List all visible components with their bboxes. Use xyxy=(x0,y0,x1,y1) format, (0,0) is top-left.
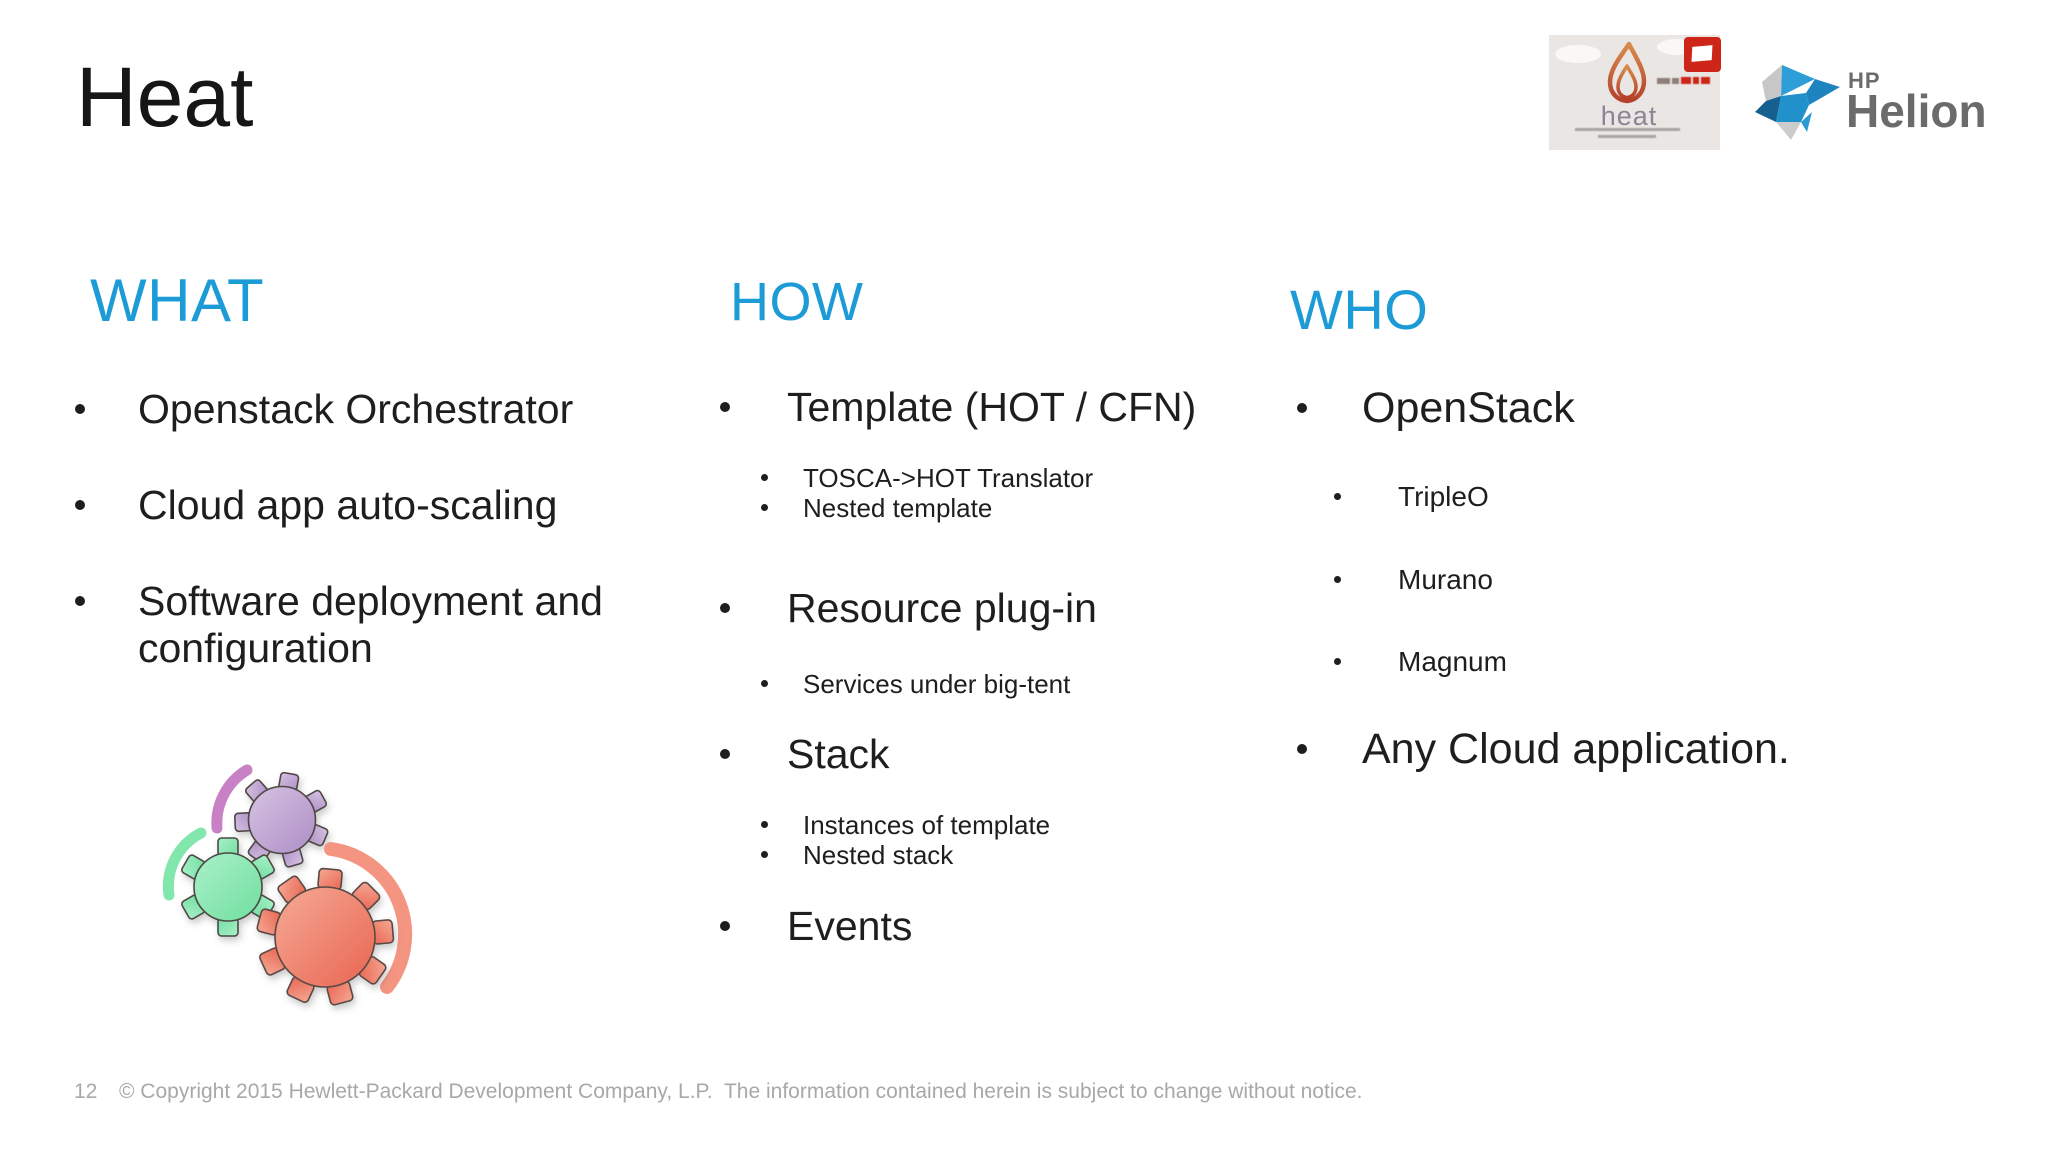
bullet-text: OpenStack xyxy=(1362,384,1575,432)
bullet-text: Murano xyxy=(1398,564,1493,595)
bullet-text: Resource plug-in xyxy=(787,585,1097,631)
badge-caption-marks xyxy=(1657,77,1710,84)
green-gear-icon xyxy=(181,837,275,937)
bullet-dot xyxy=(720,603,730,613)
list-item: OpenStack xyxy=(1297,384,1575,433)
bullet-dot xyxy=(1297,403,1307,413)
list-subitem: Nested template xyxy=(761,493,992,523)
bullet-text: Cloud app auto-scaling xyxy=(138,482,558,528)
helion-label: Helion xyxy=(1846,85,1987,137)
list-subitem: Instances of template xyxy=(761,810,1050,840)
list-item: Openstack Orchestrator xyxy=(75,386,573,433)
bullet-text: Software deployment and configuration xyxy=(138,578,603,671)
heat-tagline-line xyxy=(1575,128,1680,131)
bullet-dot xyxy=(75,596,85,606)
list-item: Events xyxy=(720,903,912,950)
bullet-text: Stack xyxy=(787,731,890,777)
bullet-dot xyxy=(1297,744,1307,754)
bullet-dot xyxy=(75,500,85,510)
bullet-text: TOSCA->HOT Translator xyxy=(803,463,1094,493)
flame-icon xyxy=(1607,41,1647,104)
bullet-dot xyxy=(761,851,768,858)
bullet-dot xyxy=(1334,576,1341,583)
copyright-text: © Copyright 2015 Hewlett-Packard Develop… xyxy=(119,1080,1363,1103)
red-badge-icon xyxy=(1684,37,1721,72)
bullet-text: Instances of template xyxy=(803,810,1051,840)
red-gear-icon xyxy=(256,867,395,1006)
bullet-dot xyxy=(761,504,768,511)
bullet-text: Any Cloud application. xyxy=(1362,725,1790,773)
bullet-text: Openstack Orchestrator xyxy=(138,386,574,432)
bullet-text: Services under big-tent xyxy=(803,669,1071,699)
purple-gear-icon xyxy=(233,771,329,868)
bullet-dot xyxy=(1334,658,1341,665)
red-rotation-arrow xyxy=(324,842,413,994)
hp-helion-cube-icon xyxy=(1755,65,1840,140)
heading-who: WHO xyxy=(1290,278,1429,341)
list-item: Any Cloud application. xyxy=(1297,725,1790,774)
badge-box-shape xyxy=(1691,45,1713,62)
bullet-dot xyxy=(761,474,768,481)
list-subitem: Magnum xyxy=(1334,646,1507,678)
bullet-dot xyxy=(720,921,730,931)
list-item: Cloud app auto-scaling xyxy=(75,482,557,529)
bullet-text: Magnum xyxy=(1398,646,1507,677)
bullet-text: Events xyxy=(787,903,913,949)
bullet-text: TripleO xyxy=(1398,481,1489,512)
bullet-dot xyxy=(1334,493,1341,500)
gears-illustration xyxy=(162,764,413,1006)
purple-rotation-arrow xyxy=(211,764,253,834)
cloud-shape xyxy=(1555,45,1601,63)
heat-tagline-line xyxy=(1598,135,1656,138)
list-item: Stack xyxy=(720,731,890,778)
bullet-dot xyxy=(720,749,730,759)
heat-wordmark: heat xyxy=(1600,101,1658,131)
heading-how: HOW xyxy=(730,272,864,332)
hp-helion-logo: HP Helion xyxy=(1752,58,1997,150)
list-item: Resource plug-in xyxy=(720,585,1097,632)
heading-what: WHAT xyxy=(90,267,265,334)
page-title: Heat xyxy=(76,50,254,144)
list-subitem: TOSCA->HOT Translator xyxy=(761,463,1093,493)
heat-logo: heat xyxy=(1549,35,1721,150)
bullet-dot xyxy=(720,402,730,412)
page-number: 12 xyxy=(74,1080,98,1103)
bullet-dot xyxy=(75,404,85,414)
bullet-dot xyxy=(761,821,768,828)
list-item: Software deployment and configuration xyxy=(75,578,643,672)
bullet-dot xyxy=(761,680,768,687)
list-subitem: Services under big-tent xyxy=(761,669,1070,699)
hp-label: HP xyxy=(1848,68,1881,93)
list-item: Template (HOT / CFN) xyxy=(720,384,1196,431)
list-subitem: Nested stack xyxy=(761,840,953,870)
bullet-text: Nested stack xyxy=(803,840,954,870)
bullet-text: Nested template xyxy=(803,493,993,523)
green-rotation-arrow xyxy=(162,827,207,901)
list-subitem: TripleO xyxy=(1334,481,1489,513)
list-subitem: Murano xyxy=(1334,564,1493,596)
bullet-text: Template (HOT / CFN) xyxy=(787,384,1197,430)
